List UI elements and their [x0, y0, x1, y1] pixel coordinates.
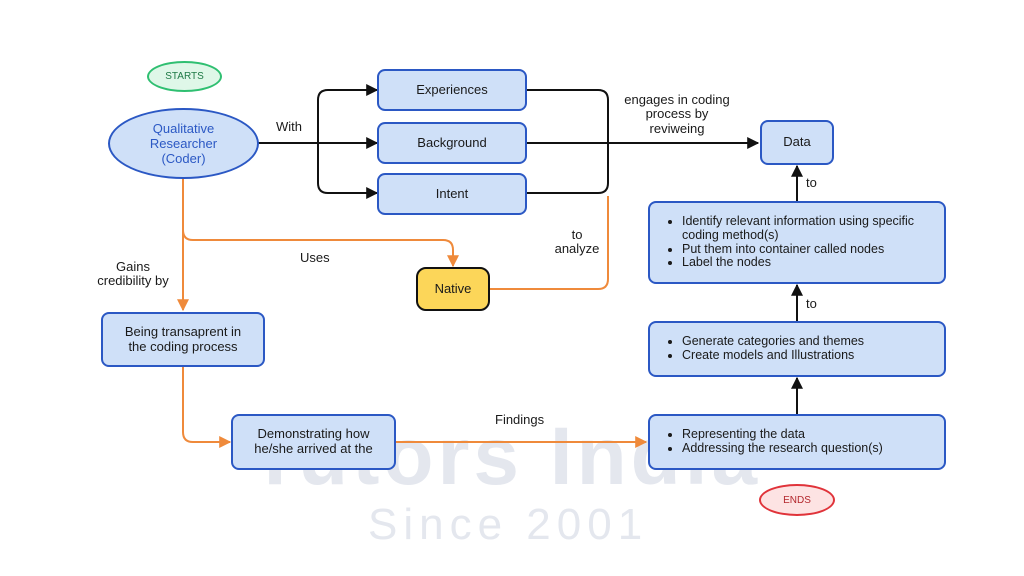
- label-to-identify: to: [806, 296, 817, 311]
- generate-node: Generate categories and themes Create mo…: [648, 321, 946, 377]
- transparent-node: Being transaprent in the coding process: [101, 312, 265, 367]
- data-node: Data: [760, 120, 834, 165]
- connector-intent-out: [527, 143, 609, 194]
- intent-node: Intent: [377, 173, 527, 215]
- arrow-uses-native: [182, 229, 459, 268]
- researcher-node: Qualitative Researcher (Coder): [108, 108, 259, 179]
- identify-list: Identify relevant information using spec…: [668, 214, 944, 270]
- label-analyze: to analyze: [554, 227, 600, 257]
- label-gains: Gains credibility by: [97, 259, 169, 289]
- label-findings: Findings: [495, 412, 545, 427]
- background-node: Background: [377, 122, 527, 164]
- representing-item: Representing the data: [682, 427, 883, 442]
- identify-item: Label the nodes: [682, 255, 944, 270]
- connector-native-analyze: [490, 196, 609, 290]
- identify-item: Put them into container called nodes: [682, 242, 944, 257]
- generate-item: Generate categories and themes: [682, 334, 864, 349]
- start-terminal: STARTS: [147, 61, 222, 92]
- label-engages: engages in coding process by reviweing: [624, 92, 730, 136]
- identify-item: Identify relevant information using spec…: [682, 214, 944, 243]
- label-with: With: [276, 119, 302, 134]
- arrow-transparent-to-demonstrating: [182, 367, 232, 448]
- generate-list: Generate categories and themes Create mo…: [668, 334, 864, 363]
- connector-experiences-out: [527, 89, 609, 143]
- arrow-to-intent: [317, 143, 379, 199]
- native-node: Native: [416, 267, 490, 311]
- end-terminal: ENDS: [759, 484, 835, 516]
- label-to-data: to: [806, 175, 817, 190]
- representing-node: Representing the data Addressing the res…: [648, 414, 946, 470]
- demonstrating-node: Demonstrating how he/she arrived at the: [231, 414, 396, 470]
- representing-item: Addressing the research question(s): [682, 441, 883, 456]
- representing-list: Representing the data Addressing the res…: [668, 427, 883, 456]
- identify-node: Identify relevant information using spec…: [648, 201, 946, 284]
- generate-item: Create models and Illustrations: [682, 348, 864, 363]
- arrow-to-experiences: [317, 84, 379, 143]
- label-uses: Uses: [300, 250, 330, 265]
- experiences-node: Experiences: [377, 69, 527, 111]
